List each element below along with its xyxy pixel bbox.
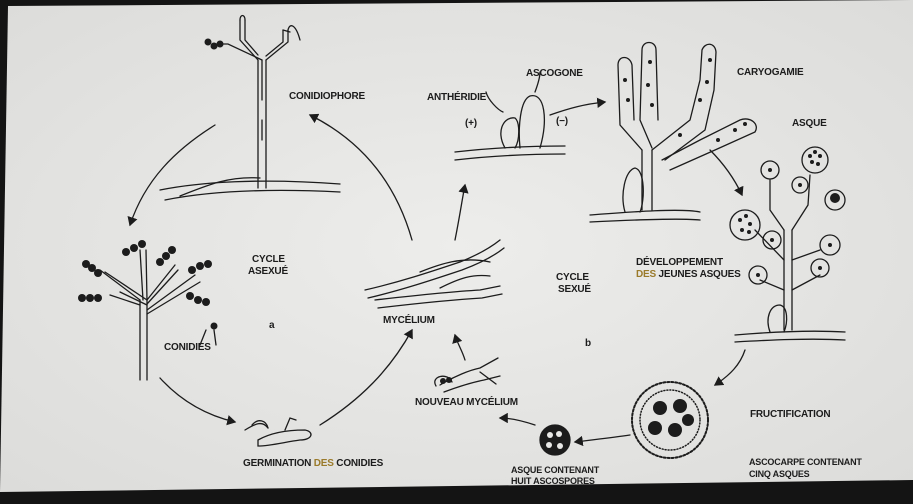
label-conidies: CONIDIES (164, 342, 211, 353)
label-marker-a: a (269, 320, 274, 331)
label-germination-des: DES (314, 458, 334, 469)
label-fructification: FRUCTIFICATION (750, 409, 830, 420)
label-caryogamie: CARYOGAMIE (737, 67, 804, 78)
label-developpement-2: DES JEUNES ASQUES (636, 269, 741, 280)
label-cycle-sexue-2: SEXUÉ (558, 284, 591, 295)
label-cycle-sexue-1: CYCLE (556, 272, 589, 283)
label-nouveau-mycelium: NOUVEAU MYCÉLIUM (415, 397, 518, 408)
label-germination-a: GERMINATION (243, 458, 314, 469)
label-antheridie: ANTHÉRIDIE (427, 92, 486, 103)
label-developpement-jeunes: JEUNES ASQUES (656, 269, 741, 280)
label-asque-contenant-2: HUIT ASCOSPORES (511, 476, 595, 486)
label-developpement-des: DES (636, 269, 656, 280)
label-germination: GERMINATION DES CONIDIES (243, 458, 383, 469)
ascus-eight-spores-figure (540, 425, 570, 455)
label-ascocarpe-2: CINQ ASQUES (749, 469, 809, 479)
label-cycle-asexue-1: CYCLE (252, 254, 285, 265)
label-germination-c: CONIDIES (334, 458, 383, 469)
label-asque-contenant-1: ASQUE CONTENANT (511, 465, 599, 475)
label-ascocarpe-1: ASCOCARPE CONTENANT (749, 457, 862, 467)
label-asque: ASQUE (792, 118, 827, 129)
label-marker-b: b (585, 338, 591, 349)
label-conidiophore: CONIDIOPHORE (289, 91, 365, 102)
label-plus: (+) (465, 118, 477, 129)
label-developpement-1: DÉVELOPPEMENT (636, 257, 723, 268)
label-mycelium: MYCÉLIUM (383, 315, 435, 326)
label-ascogone: ASCOGONE (526, 68, 583, 79)
label-minus: (−) (556, 116, 568, 127)
label-cycle-asexue-2: ASEXUÉ (248, 266, 288, 277)
